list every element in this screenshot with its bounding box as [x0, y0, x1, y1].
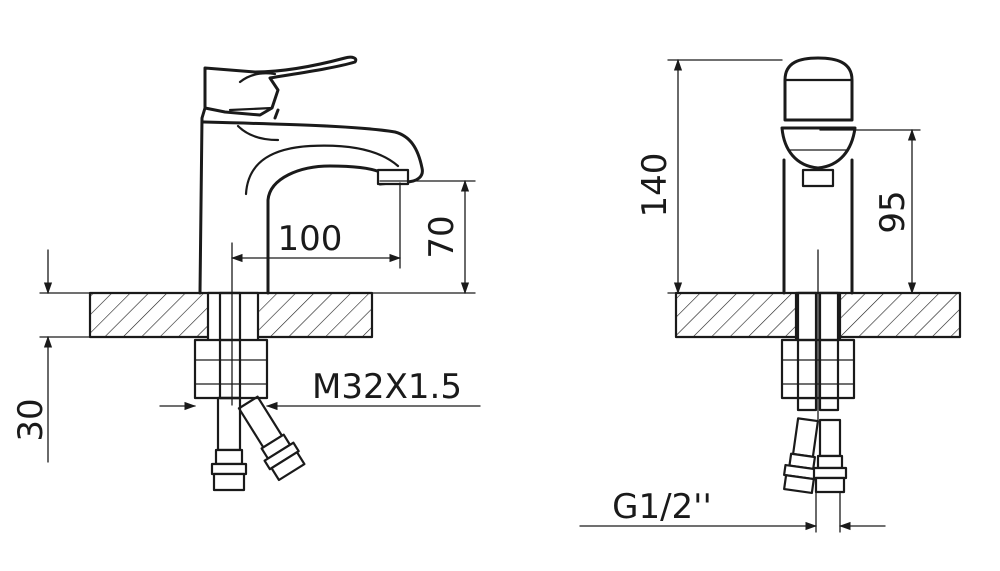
label-30: 30	[11, 398, 51, 441]
label-70: 70	[422, 215, 462, 258]
faucet-body-front	[780, 56, 857, 295]
label-140: 140	[635, 153, 675, 218]
label-connection: G1/2''	[612, 487, 712, 527]
dimension-connection: G1/2''	[579, 487, 886, 533]
dimension-total-height: 140	[635, 58, 783, 295]
dimension-spout-reach: 100	[230, 182, 402, 269]
label-100: 100	[278, 219, 343, 259]
side-view: 100 70 30 M32X1.5	[11, 55, 481, 492]
dimension-outlet-height: 95	[819, 128, 921, 295]
dimension-thread: M32X1.5	[159, 367, 481, 411]
dimension-counter-thickness: 30	[11, 249, 91, 463]
front-view: 140 95 G1/2''	[579, 56, 962, 533]
dimension-spout-height: 70	[371, 179, 476, 295]
label-thread: M32X1.5	[312, 367, 462, 407]
faucet-body-side	[198, 55, 424, 295]
label-95: 95	[873, 190, 913, 233]
connection-assembly-left	[193, 291, 306, 492]
